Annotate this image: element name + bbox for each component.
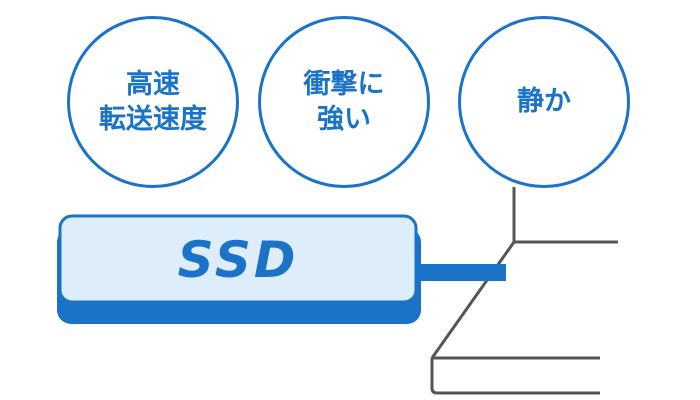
laptop-diagonal-edge [430,241,516,359]
ssd-connector [410,264,506,281]
feature-text-line: 高速 [126,68,180,100]
feature-circle-shock-resistant: 衝撃に 強い [258,16,430,188]
feature-circle-quiet: 静か [458,16,630,188]
laptop-base [430,356,600,395]
feature-text-line: 衝撃に [303,68,385,100]
ssd-body [58,214,418,304]
feature-circle-high-speed: 高速 転送速度 [67,16,239,188]
feature-text-line: 転送速度 [99,104,207,135]
feature-text-line: 静か [517,86,571,118]
ssd-label: SSD [177,231,299,289]
feature-text-line: 強い [317,104,371,135]
